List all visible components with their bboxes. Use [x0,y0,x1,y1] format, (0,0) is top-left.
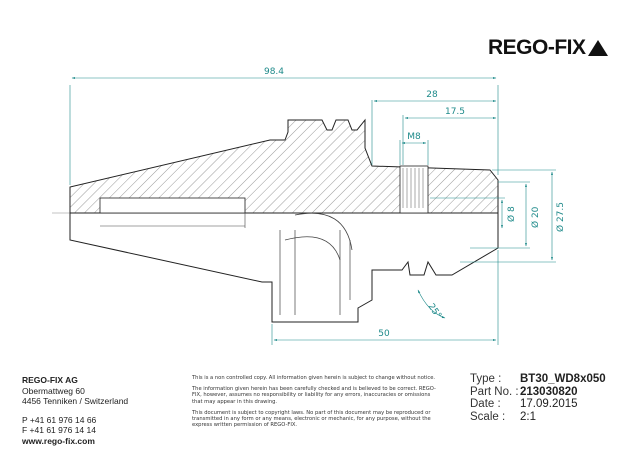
dim-thread-m8: M8 [407,132,421,142]
company-website-link[interactable]: www.rego-fix.com [22,435,95,446]
disclaimer: This is a non controlled copy. All infor… [192,375,442,433]
dim-bore-diameter: Ø 8 [506,206,517,222]
disclaimer-line-3: This document is subject to copyright la… [192,409,431,429]
company-city: 4456 Tenniken / Switzerland [22,396,129,406]
technical-drawing: 98.4 28 17.5 M8 Ø 8 Ø 20 Ø 27.5 50 25° [52,67,566,345]
type-label: Type : [470,373,502,385]
date-value: 17.09.2015 [520,398,578,410]
title-block: Type : BT30_WD8x050 Part No. :213030820 D… [470,373,606,423]
rego-fix-logo: REGO-FIX [488,36,608,60]
scale-label: Scale : [470,410,506,423]
dim-arc-angle [417,289,446,319]
dim-taper-length: 50 [378,329,390,339]
date-label: Date : [470,398,501,410]
logo-triangle-icon [587,40,608,56]
type-value: BT30_WD8x050 [520,373,606,385]
disclaimer-line-1: This is a non controlled copy. All infor… [192,375,436,381]
part-value: 213030820 [520,385,578,398]
dim-collar-diameter: Ø 27.5 [555,202,566,232]
company-street: Obermattweg 60 [22,385,85,396]
dim-overall-length: 98.4 [264,67,284,77]
bore [99,197,246,214]
logo-text: REGO-FIX [488,36,586,59]
company-phone: P +41 61 976 14 66 [22,414,97,425]
scale-value: 2:1 [520,410,536,423]
threaded-hole [399,165,429,214]
company-address: REGO-FIX AG Obermattweg 60 4456 Tenniken… [22,375,128,446]
dim-length-28: 28 [426,90,438,100]
company-fax: F +41 61 976 14 14 [22,425,96,435]
part-label: Part No. : [470,385,519,398]
section-upper-half [69,118,499,214]
company-name: REGO-FIX AG [22,375,78,385]
dim-shank-diameter: Ø 20 [530,206,541,228]
dim-angle: 25° [426,302,443,321]
dim-length-17-5: 17.5 [445,107,465,117]
disclaimer-line-2: The information given herein has been ca… [192,386,436,405]
outline-lower-half [69,213,499,323]
